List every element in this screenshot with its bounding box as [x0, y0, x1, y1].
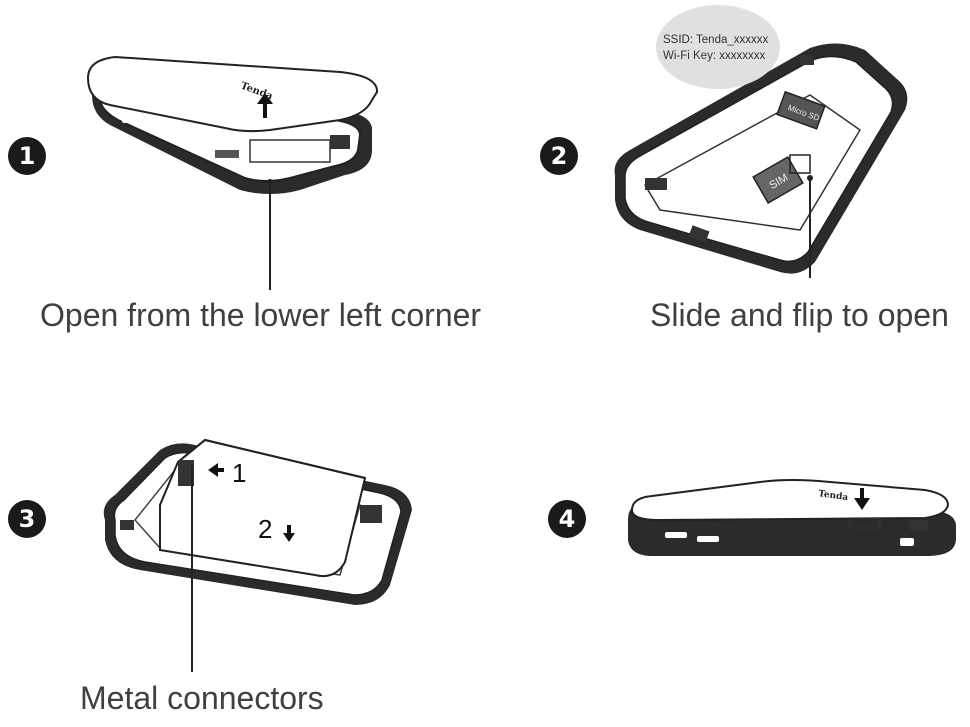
wifi-key-text: Wi-Fi Key: xxxxxxxx [663, 50, 765, 62]
step-number-badge: 3 [8, 500, 46, 538]
step-number-badge: 2 [540, 137, 578, 175]
step-number-badge: 4 [548, 500, 586, 538]
step-3-caption: Metal connectors [80, 680, 324, 716]
step-1-caption: Open from the lower left corner [40, 297, 482, 333]
step3-marker-two: 2 [258, 514, 272, 544]
step3-marker-one: 1 [232, 458, 246, 488]
brand-logo: Tenda [818, 489, 849, 503]
step-2-caption: Slide and flip to open [650, 297, 949, 333]
ssid-text: SSID: Tenda_xxxxxx [663, 34, 769, 46]
step-number-badge: 1 [8, 137, 46, 175]
